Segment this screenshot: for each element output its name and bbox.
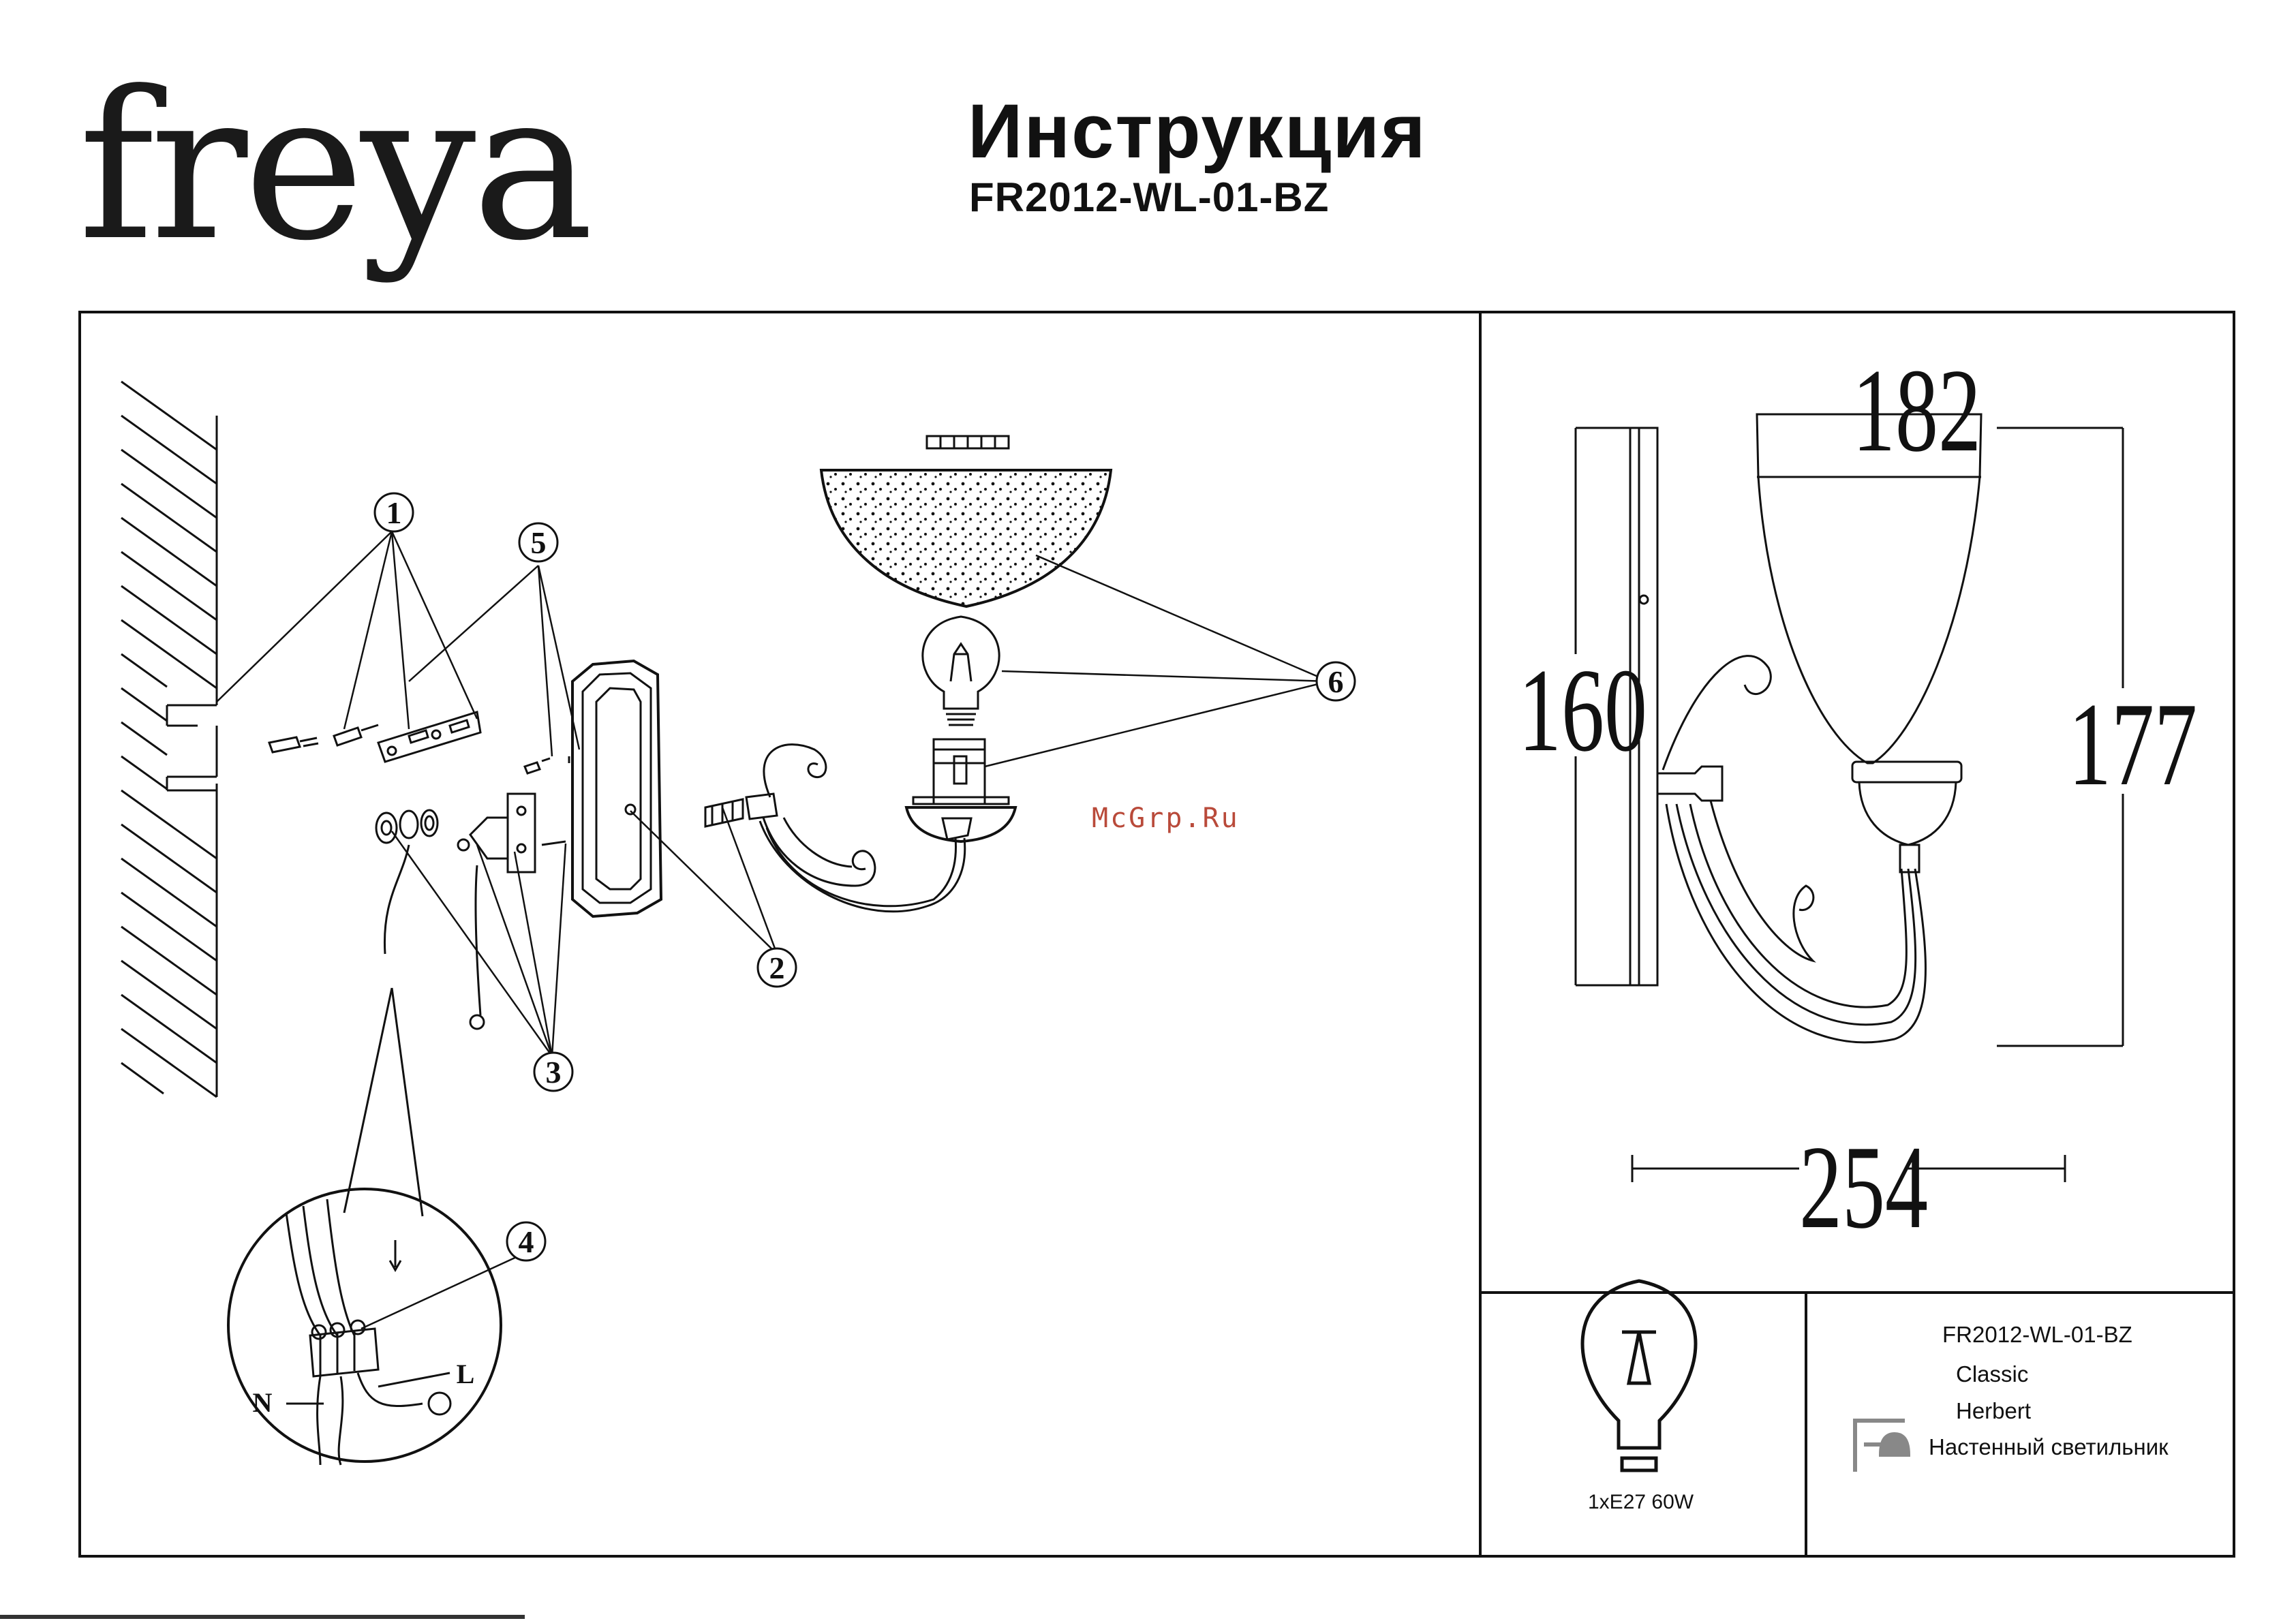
wall-plate: [572, 661, 661, 916]
callout-circles: [375, 493, 1355, 1261]
dimension-drawing: [1576, 414, 2123, 1182]
wire-label-live: L: [457, 1359, 475, 1389]
light-bulb-drawing: [923, 617, 999, 725]
lamp-arm: [705, 745, 971, 912]
wall-hatching: [121, 382, 217, 1097]
glass-shade: [821, 436, 1111, 606]
callout-number: 5: [531, 525, 547, 560]
anchors-and-screws: [269, 712, 569, 773]
dimension-width: 182: [1852, 351, 1981, 470]
callout-number: 4: [519, 1224, 534, 1259]
light-bulb-icon: [1582, 1281, 1696, 1470]
product-collection: Herbert: [1956, 1398, 2031, 1424]
callout-number: 6: [1328, 664, 1344, 699]
bulb-spec: 1xE27 60W: [1588, 1491, 1694, 1514]
dimension-height-right: 177: [2068, 685, 2197, 804]
wire-label-neutral: N: [253, 1387, 273, 1418]
callout-leaders: [217, 531, 1329, 1329]
lamp-holder: [906, 739, 1015, 841]
callout-number: 1: [386, 495, 402, 530]
product-type: Настенный светильник: [1929, 1434, 2169, 1460]
ground-clip: [458, 794, 566, 1029]
page-bottom-rule: [0, 1615, 525, 1619]
callout-number: 3: [546, 1055, 562, 1089]
dimension-depth: 254: [1799, 1128, 1928, 1247]
wall-lamp-icon: [1855, 1421, 1908, 1472]
dimension-height-left: 160: [1518, 651, 1647, 770]
product-style: Classic: [1956, 1361, 2028, 1387]
watermark: McGrp.Ru: [1092, 803, 1240, 834]
product-model: FR2012-WL-01-BZ: [1942, 1322, 2132, 1348]
callout-number: 2: [769, 950, 785, 985]
